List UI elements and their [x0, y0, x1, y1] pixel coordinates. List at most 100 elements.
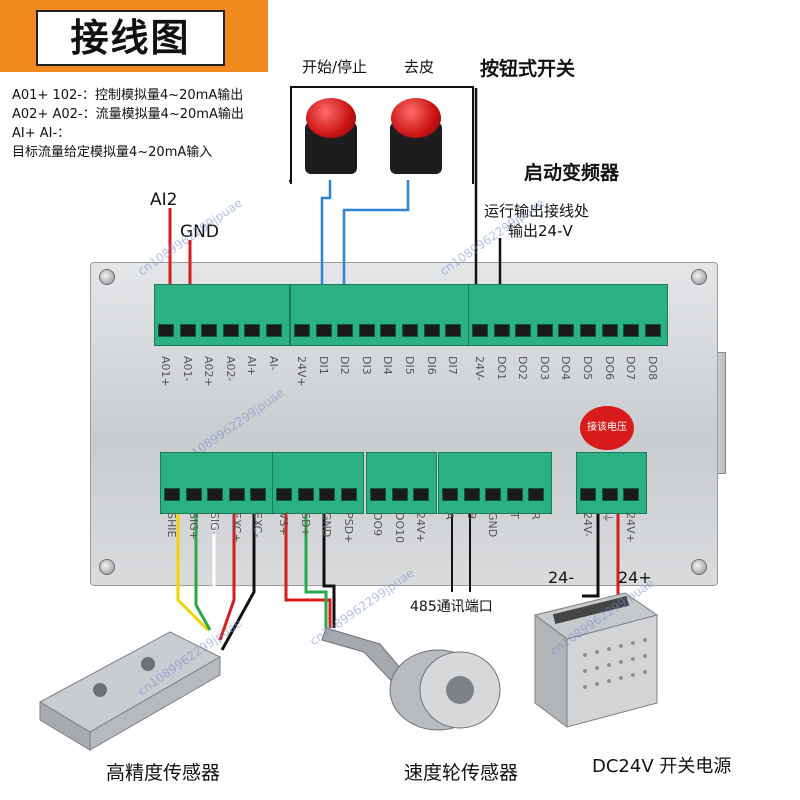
run-output-label: 运行输出接线处: [484, 202, 590, 220]
terminal-pin-label: SHIE: [165, 512, 178, 538]
terminal-screw[interactable]: [528, 488, 545, 501]
terminal-screw[interactable]: [442, 488, 458, 501]
terminal-screw[interactable]: [423, 324, 440, 337]
terminal-screw[interactable]: [623, 324, 640, 337]
terminal-pin-label: DO10: [392, 512, 406, 544]
terminal-pin-label: EXC-: [251, 512, 265, 538]
power-supply-image: [533, 592, 659, 728]
terminal-screw[interactable]: [315, 324, 332, 337]
terminal-screw[interactable]: [601, 488, 618, 501]
terminal-screw[interactable]: [463, 488, 480, 501]
terminal-screw[interactable]: [358, 324, 375, 337]
terminal-pin-label: DI2: [338, 356, 352, 375]
terminal-pin-label: A: [443, 512, 456, 520]
wheel-gnd-wire: [322, 495, 336, 628]
terminal-pin-label: 24V+: [295, 356, 308, 387]
psu-minus-wire: [582, 495, 600, 598]
shield-wire: [176, 495, 210, 632]
terminal-pin-label: 24V+: [414, 512, 428, 543]
terminal-screw[interactable]: [207, 488, 224, 501]
terminal-pin-label: 24V+: [624, 512, 638, 543]
terminal-pin-label: SIG+: [186, 512, 200, 540]
terminal-pin-label: DI5: [403, 356, 416, 375]
terminal-screw[interactable]: [250, 488, 267, 501]
terminal-pin-label: AI-: [267, 356, 280, 371]
terminal-screw[interactable]: [558, 324, 575, 337]
terminal-screw[interactable]: [294, 324, 310, 337]
terminal-block: [160, 452, 274, 514]
terminal-pin-label: A01-: [180, 356, 194, 382]
terminal-pin-label: DO9: [371, 512, 384, 537]
terminal-screw[interactable]: [266, 324, 282, 337]
terminal-pin-label: DI6: [424, 356, 438, 375]
terminal-screw[interactable]: [515, 324, 532, 337]
exc-plus-wire: [218, 495, 236, 641]
terminal-screw[interactable]: [276, 488, 292, 501]
terminal-screw[interactable]: [179, 324, 196, 337]
terminal-screw[interactable]: [185, 488, 202, 501]
terminal-screw[interactable]: [472, 324, 488, 337]
start-stop-wire: [320, 180, 332, 322]
terminal-screw[interactable]: [580, 488, 596, 501]
terminal-pin-label: DI1: [316, 356, 330, 375]
terminal-screw[interactable]: [164, 488, 180, 501]
terminal-screw[interactable]: [601, 324, 618, 337]
legend-line: A01+ 102-：控制模拟量4~20mA输出: [12, 88, 244, 103]
gnd-label: GND: [180, 222, 219, 242]
panel-screw: [691, 559, 707, 575]
terminal-screw[interactable]: [485, 488, 502, 501]
inverter-label: 启动变频器: [524, 162, 620, 184]
terminal-pin-label: SIG-: [208, 512, 222, 535]
terminal-screw[interactable]: [340, 488, 357, 501]
terminal-screw[interactable]: [380, 324, 397, 337]
sensor-caption: 高精度传感器: [106, 762, 221, 784]
terminal-pin-label: A02-: [223, 356, 237, 382]
terminal-screw[interactable]: [493, 324, 510, 337]
page-title: 接线图: [36, 10, 225, 66]
sd-plus-wire: [304, 495, 328, 628]
load-cell-sensor-image: [38, 631, 222, 751]
terminal-pin-label: R: [529, 512, 543, 520]
terminal-screw[interactable]: [536, 324, 553, 337]
terminal-screw[interactable]: [244, 324, 261, 337]
terminal-pin-label: DI4: [381, 356, 395, 375]
terminal-pin-label: 24V-: [581, 512, 594, 537]
tare-button[interactable]: [391, 98, 441, 138]
ai2-label: AI2: [150, 190, 178, 210]
terminal-pin-label: SD+: [298, 512, 312, 537]
sig-plus-wire: [194, 495, 212, 631]
terminal-pin-label: DO1: [494, 356, 508, 381]
terminal-block: [366, 452, 437, 514]
terminal-screw[interactable]: [413, 488, 430, 501]
terminal-pin-label: DI7: [446, 356, 460, 375]
terminal-screw[interactable]: [222, 324, 239, 337]
terminal-screw[interactable]: [402, 324, 418, 337]
terminal-pin-label: DI3: [359, 356, 373, 375]
terminal-pin-label: B: [464, 512, 478, 520]
terminal-screw[interactable]: [644, 324, 661, 337]
terminal-screw[interactable]: [319, 488, 336, 501]
rs485-label: 485通讯端口: [410, 599, 493, 615]
terminal-screw[interactable]: [370, 488, 386, 501]
terminal-block: [272, 452, 365, 514]
terminal-screw[interactable]: [580, 324, 596, 337]
panel-screw: [99, 269, 115, 285]
terminal-pin-label: DO8: [645, 356, 659, 381]
psu-caption: DC24V 开关电源: [592, 756, 732, 777]
terminal-screw[interactable]: [228, 488, 245, 501]
start-stop-button[interactable]: [306, 98, 356, 138]
terminal-screw[interactable]: [297, 488, 314, 501]
terminal-screw[interactable]: [445, 324, 462, 337]
terminal-screw[interactable]: [506, 488, 523, 501]
panel-screw: [99, 559, 115, 575]
terminal-pin-label: A01+: [159, 356, 172, 387]
terminal-screw[interactable]: [337, 324, 354, 337]
terminal-screw[interactable]: [158, 324, 174, 337]
terminal-pin-label: VS+: [277, 512, 290, 536]
terminal-screw[interactable]: [201, 324, 218, 337]
terminal-screw[interactable]: [623, 488, 640, 501]
terminal-pin-label: DO3: [537, 356, 551, 381]
terminal-pin-label: GND: [486, 512, 500, 538]
terminal-screw[interactable]: [391, 488, 408, 501]
